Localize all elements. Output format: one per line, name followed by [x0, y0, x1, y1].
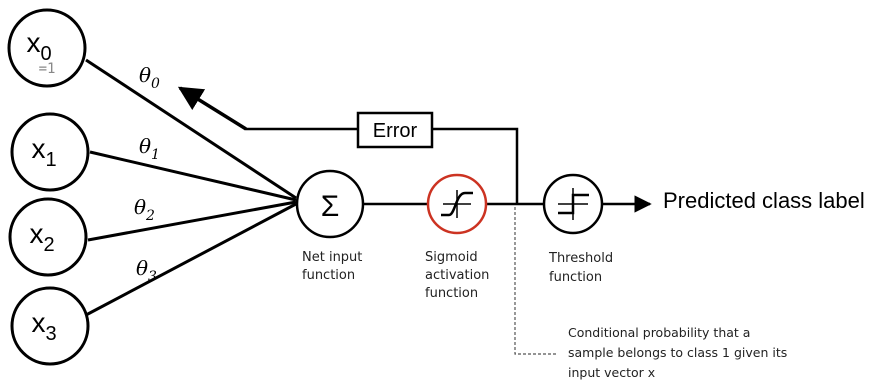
input-node-x1: x1 — [10, 112, 90, 192]
edge-x3-sum — [85, 202, 297, 317]
error-to-weight-line — [240, 124, 358, 131]
input-x2-subscript: 2 — [43, 234, 54, 256]
svg-text:x3: x3 — [31, 307, 56, 345]
theta3-subscript: 3 — [148, 269, 157, 285]
probability-note: Conditional probability that a sample be… — [568, 325, 787, 380]
sum-symbol: Σ — [321, 190, 340, 223]
theta1-symbol: θ — [139, 134, 151, 158]
input-x3-symbol: x — [31, 307, 45, 338]
predicted-class-label: Predicted class label — [663, 188, 865, 213]
theta2-subscript: 2 — [145, 208, 155, 224]
theta0-symbol: θ — [139, 63, 151, 87]
note-line-3: input vector x — [568, 365, 655, 380]
net-input-caption-line-2: function — [302, 268, 355, 283]
weight-theta1: θ1 — [139, 134, 160, 163]
svg-text:x1: x1 — [31, 133, 56, 171]
input-node-x0: x0 =1 — [7, 8, 87, 88]
error-label: Error — [373, 120, 418, 142]
sigmoid-curve-icon — [441, 190, 473, 218]
theta3-symbol: θ — [136, 256, 148, 280]
theta1-subscript: 1 — [151, 147, 160, 163]
sum-node — [295, 169, 365, 239]
input-node-x2: x2 — [8, 197, 88, 277]
weight-theta2: θ2 — [134, 195, 155, 224]
edge-x1-sum — [89, 150, 297, 202]
input-node-x3: x3 — [10, 286, 90, 366]
theta2-symbol: θ — [134, 195, 146, 219]
input-x1-symbol: x — [31, 133, 45, 164]
svg-text:x0: x0 — [26, 27, 51, 65]
note-connector — [514, 207, 556, 355]
threshold-caption-line-2: function — [549, 270, 602, 285]
weight-theta0: θ0 — [139, 63, 160, 92]
threshold-caption: Threshold function — [548, 251, 613, 285]
note-line-1: Conditional probability that a — [568, 325, 750, 340]
input-x2-symbol: x — [29, 218, 43, 249]
step-function-icon — [558, 188, 589, 220]
error-feedback-line — [432, 127, 519, 205]
sigmoid-caption-line-2: activation — [425, 268, 489, 283]
note-line-2: sample belongs to class 1 given its — [568, 345, 787, 360]
net-input-caption-line-1: Net input — [302, 250, 362, 265]
net-input-caption: Net input function — [302, 250, 362, 283]
error-arrow — [177, 86, 247, 131]
sigmoid-caption-line-3: function — [425, 286, 478, 301]
sigmoid-caption: Sigmoid activation function — [425, 250, 489, 301]
threshold-caption-line-1: Threshold — [548, 251, 613, 266]
svg-text:x2: x2 — [29, 218, 54, 256]
weight-theta3: θ3 — [136, 256, 157, 285]
input-x1-subscript: 1 — [45, 149, 56, 171]
edge-x0-sum — [85, 58, 297, 200]
input-x3-subscript: 3 — [45, 323, 56, 345]
theta0-subscript: 0 — [151, 76, 160, 92]
input-x0-bias-note: =1 — [39, 61, 56, 77]
input-x0-subscript: 0 — [40, 43, 51, 65]
edge-x2-sum — [87, 200, 297, 242]
input-x0-symbol: x — [26, 27, 40, 58]
error-box — [356, 111, 434, 149]
sigmoid-caption-line-1: Sigmoid — [425, 250, 478, 265]
